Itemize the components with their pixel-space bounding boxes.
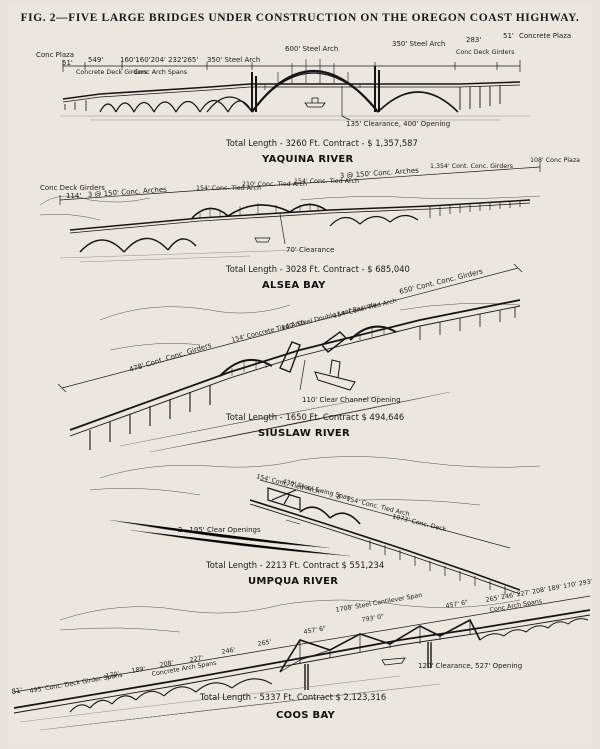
yaquina-d160-232: 160'160'204' 232' [120, 56, 183, 64]
bridge-umpqua: 154' Conc. Tied Arch 430' Steel Swing Sp… [89, 456, 541, 595]
umpqua-total: Total Length - 2213 Ft. Contract $ 551,2… [205, 560, 384, 570]
coos-d246: 246' [221, 647, 236, 656]
yaquina-name: YAQUINA RIVER [261, 154, 354, 165]
yaquina-conc-deck-girders-right: Conc Deck Girders [456, 49, 514, 56]
coos-clearance: 120' Clearance, 527' Opening [418, 662, 522, 670]
alsea-tied-arch-154-right: 154' Conc. Tied Arch [294, 178, 359, 185]
coos-d208: 208' [159, 660, 174, 669]
coos-d457-right: 457' 6" [445, 599, 469, 610]
yaquina-steel-arch-350-left: 350' Steel Arch [207, 56, 260, 64]
plate-background [8, 4, 592, 745]
yaquina-conc-plaza-left: Conc Plaza [36, 51, 74, 59]
siuslaw-total: Total Length - 1650 Ft. Contract $ 494,6… [225, 412, 404, 422]
coos-d265: 265' [257, 639, 272, 648]
yaquina-total: Total Length - 3260 Ft. Contract - $ 1,3… [225, 138, 418, 148]
alsea-conc-plaza: 108' Conc Plaza [530, 157, 580, 164]
alsea-girders-1354: 1,354' Cont. Conc. Girders [430, 163, 513, 170]
alsea-tied-arch-210: 210' Conc. Tied Arch [242, 181, 307, 188]
coos-d81: 81' [11, 686, 23, 696]
coos-d227: 227' [189, 655, 204, 664]
yaquina-d51-right: 51' [503, 32, 514, 40]
coos-d457-left: 457' 6" [303, 625, 327, 636]
umpqua-conc-deck: 1073' Conc. Deck [392, 513, 448, 533]
yaquina-d549: 549' [88, 56, 103, 64]
alsea-total: Total Length - 3028 Ft. Contract - $ 685… [225, 264, 410, 274]
coos-cantilever: 1708' Steel Cantilever Span [335, 592, 423, 614]
umpqua-clear-openings: 2 - 195' Clear Openings [178, 526, 261, 534]
yaquina-concrete-plaza-right: Concrete Plaza [519, 32, 571, 40]
umpqua-name: UMPQUA RIVER [248, 576, 338, 587]
yaquina-d51-left: 51' [62, 59, 73, 67]
alsea-name: ALSEA BAY [262, 280, 326, 291]
coos-name: COOS BAY [276, 710, 336, 721]
alsea-d114: 114' [66, 192, 81, 200]
yaquina-steel-arch-350-right: 350' Steel Arch [392, 40, 445, 48]
coos-d170: 170' [105, 671, 120, 680]
yaquina-conc-arch-spans: Conc Arch Spans [134, 69, 187, 76]
alsea-conc-deck-girders: Conc Deck Girders [40, 184, 105, 192]
bridge-alsea: Conc Deck Girders 114' 3 @ 150' Conc. Ar… [39, 157, 580, 291]
yaquina-d265: 265' [183, 56, 198, 64]
yaquina-steel-arch-600: 600' Steel Arch [285, 45, 338, 53]
bridge-yaquina: Conc Plaza 51' 549' Concrete Deck Girder… [36, 32, 571, 165]
siuslaw-name: SIUSLAW RIVER [258, 428, 350, 439]
siuslaw-clearance: 110' Clear Channel Opening [302, 396, 401, 404]
siuslaw-girders-478: 478' Cont. Conc. Girders [128, 341, 213, 374]
coos-total: Total Length - 5337 Ft. Contract $ 2,123… [199, 692, 386, 702]
yaquina-d283: 283' [466, 36, 481, 44]
siuslaw-girders-650: 650' Cont. Conc. Girders [399, 267, 484, 296]
alsea-clearance: 70' Clearance [286, 246, 334, 254]
figure-title: FIG. 2—FIVE LARGE BRIDGES UNDER CONSTRUC… [20, 12, 580, 24]
yaquina-conc-deck-girders-left: Concrete Deck Girders [76, 69, 147, 76]
bridge-siuslaw: 478' Cont. Conc. Girders 154' Concrete T… [57, 263, 523, 453]
alsea-tied-arch-154-left: 154' Conc. Tied Arch [196, 185, 261, 192]
siuslaw-tied-arch-154-right: 154' Conc. Tied Arch [333, 297, 398, 320]
coos-d189: 189' [131, 666, 146, 675]
bridge-coos: 81' 495' Conc. Deck Girder Spans 170' 18… [11, 578, 593, 731]
coos-d793: 793' 0" [361, 613, 385, 624]
yaquina-clearance: 135' Clearance, 400' Opening [346, 120, 450, 128]
